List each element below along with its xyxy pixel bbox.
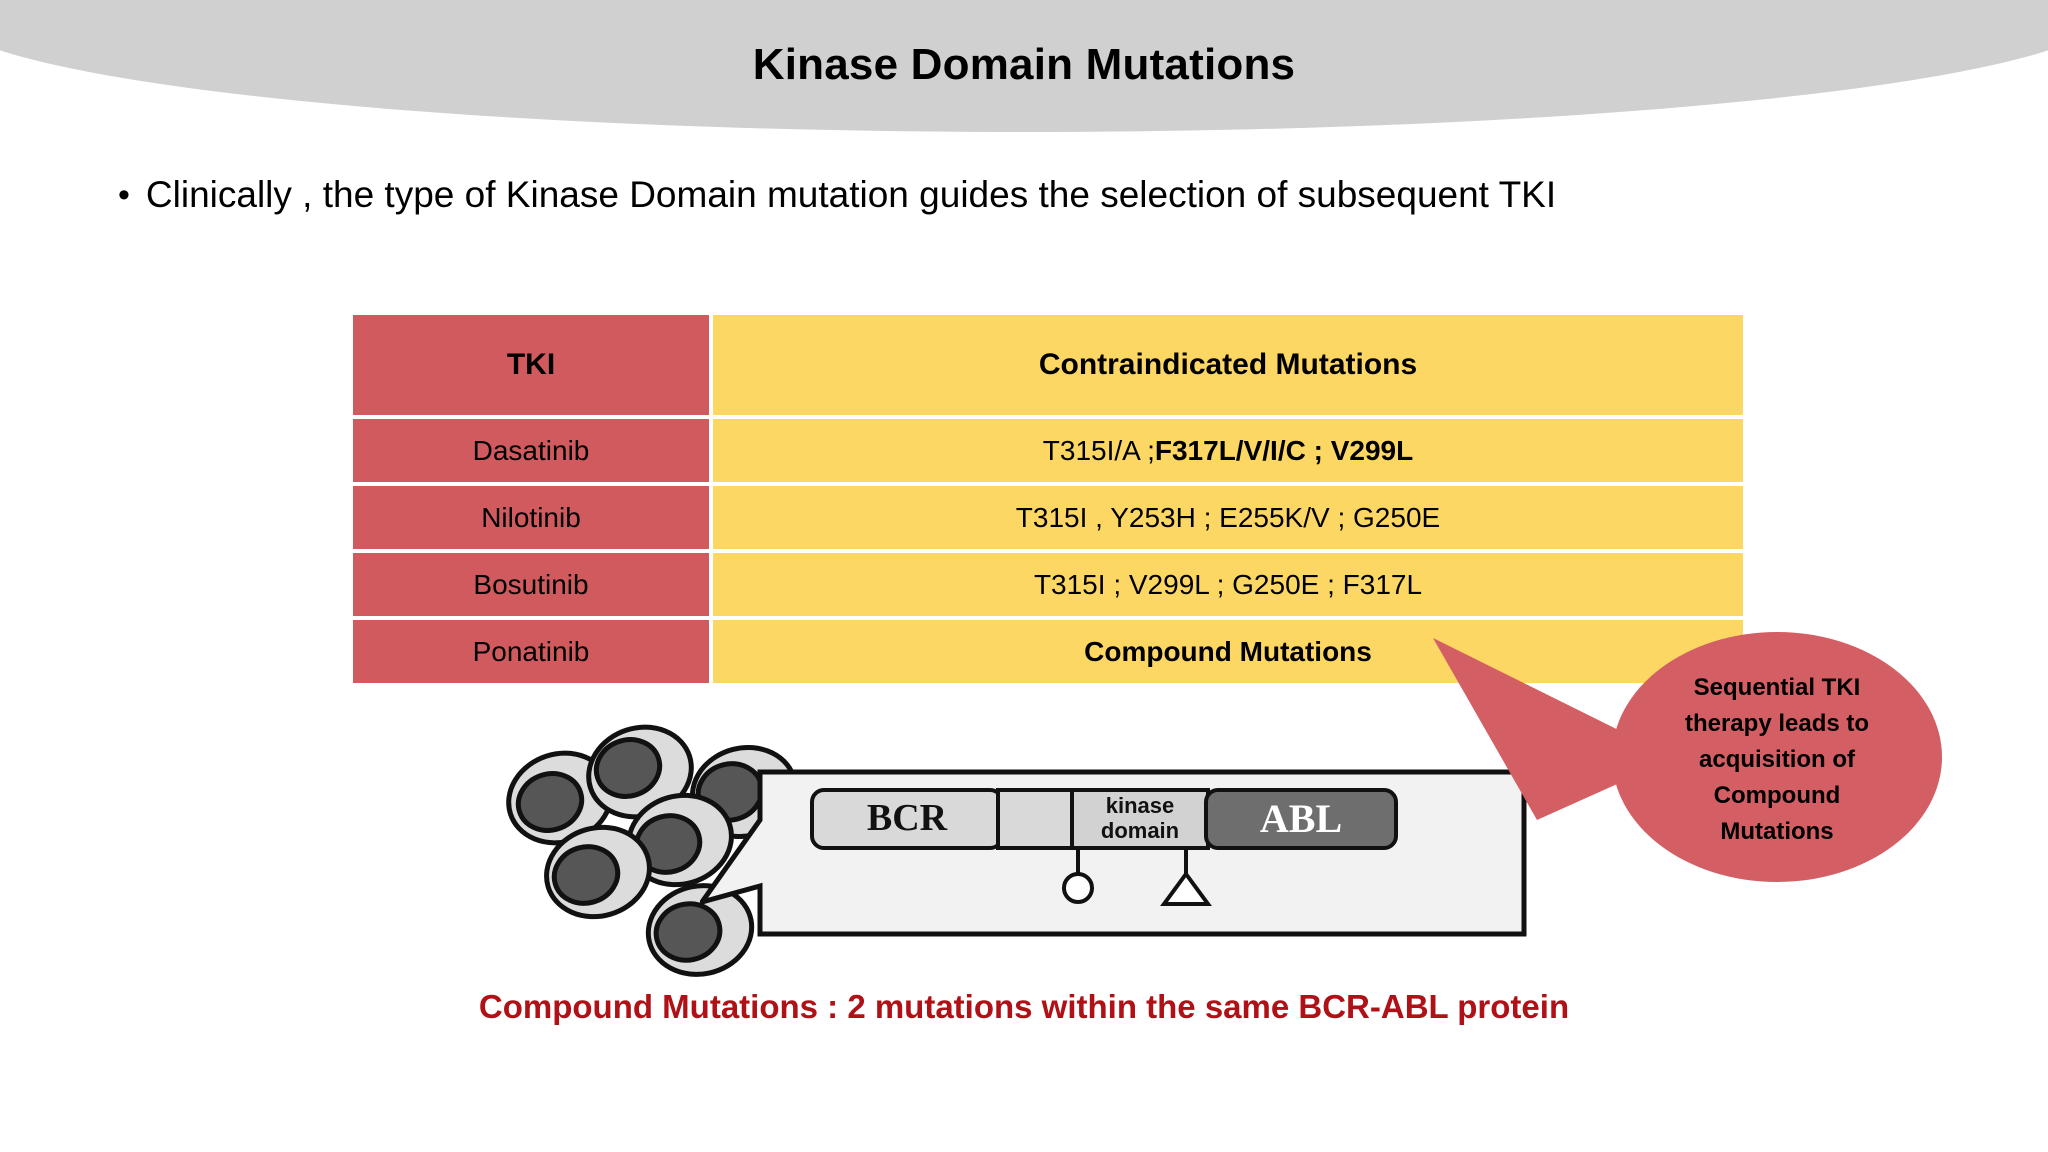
mutations-plain: T315I/A ; (1042, 434, 1155, 466)
cell-icon (586, 724, 694, 820)
column-header-mutations: Contraindicated Mutations (713, 315, 1743, 415)
callout-line: therapy leads to (1684, 710, 1870, 737)
cell-icon (626, 792, 734, 888)
callout-line: Mutations (1720, 818, 1834, 845)
table-row[interactable]: Bosutinib T315I ; V299L ; G250E ; F317L (353, 553, 1743, 616)
cell-tki-name: Nilotinib (353, 486, 713, 549)
bcr-abl-schematic: BCR kinase domain ABL (700, 769, 1527, 937)
kinase-label-line1: kinase (1106, 793, 1175, 818)
bcr-label: BCR (867, 797, 948, 839)
callout-line: Compound (1713, 782, 1841, 809)
fusion-protein-bar (810, 788, 1398, 850)
bullet-line: • Clinically , the type of Kinase Domain… (118, 172, 1938, 218)
bullet-text: Clinically , the type of Kinase Domain m… (145, 174, 1557, 215)
leukemia-cell-cluster-illustration (506, 724, 799, 977)
table-header-row: TKI Contraindicated Mutations (353, 315, 1743, 415)
table-row[interactable]: Dasatinib T315I/A ; F317L/V/I/C ; V299L (353, 419, 1743, 482)
cell-tki-name: Ponatinib (353, 620, 713, 683)
mutations-plain: T315I ; V299L ; G250E ; F317L (1033, 568, 1423, 600)
cell-icon (645, 883, 755, 977)
cell-mutations: Compound Mutations (713, 620, 1743, 683)
cell-tki-name: Bosutinib (353, 553, 713, 616)
cell-mutations: T315I , Y253H ; E255K/V ; G250E (713, 486, 1743, 549)
cell-tki-name: Dasatinib (353, 419, 713, 482)
caption-compound-mutations: Compound Mutations : 2 mutations within … (478, 988, 1570, 1025)
callout-text: Sequential TKI therapy leads to acquisit… (1612, 670, 1942, 850)
table-row[interactable]: Nilotinib T315I , Y253H ; E255K/V ; G250… (353, 486, 1743, 549)
mutations-bold: F317L/V/I/C ; V299L (1154, 434, 1414, 466)
contraindications-table: TKI Contraindicated Mutations Dasatinib … (353, 315, 1743, 683)
table-row[interactable]: Ponatinib Compound Mutations (353, 620, 1743, 683)
page-title: Kinase Domain Mutations (752, 40, 1296, 89)
callout-line: Sequential TKI (1693, 674, 1861, 701)
column-header-tki: TKI (353, 315, 713, 415)
mutations-plain: T315I , Y253H ; E255K/V ; G250E (1015, 501, 1441, 533)
abl-label: ABL (1260, 796, 1342, 841)
cell-mutations: T315I/A ; F317L/V/I/C ; V299L (713, 419, 1743, 482)
cell-mutations: T315I ; V299L ; G250E ; F317L (713, 553, 1743, 616)
cell-icon (544, 824, 652, 920)
mutations-bold: Compound Mutations (1084, 635, 1372, 667)
triangle-mutation-marker (1160, 848, 1212, 906)
circle-mutation-marker (1062, 848, 1094, 904)
callout-line: acquisition of (1699, 746, 1855, 773)
bullet-marker-icon: • (118, 176, 130, 214)
kinase-label-line2: domain (1101, 818, 1179, 843)
